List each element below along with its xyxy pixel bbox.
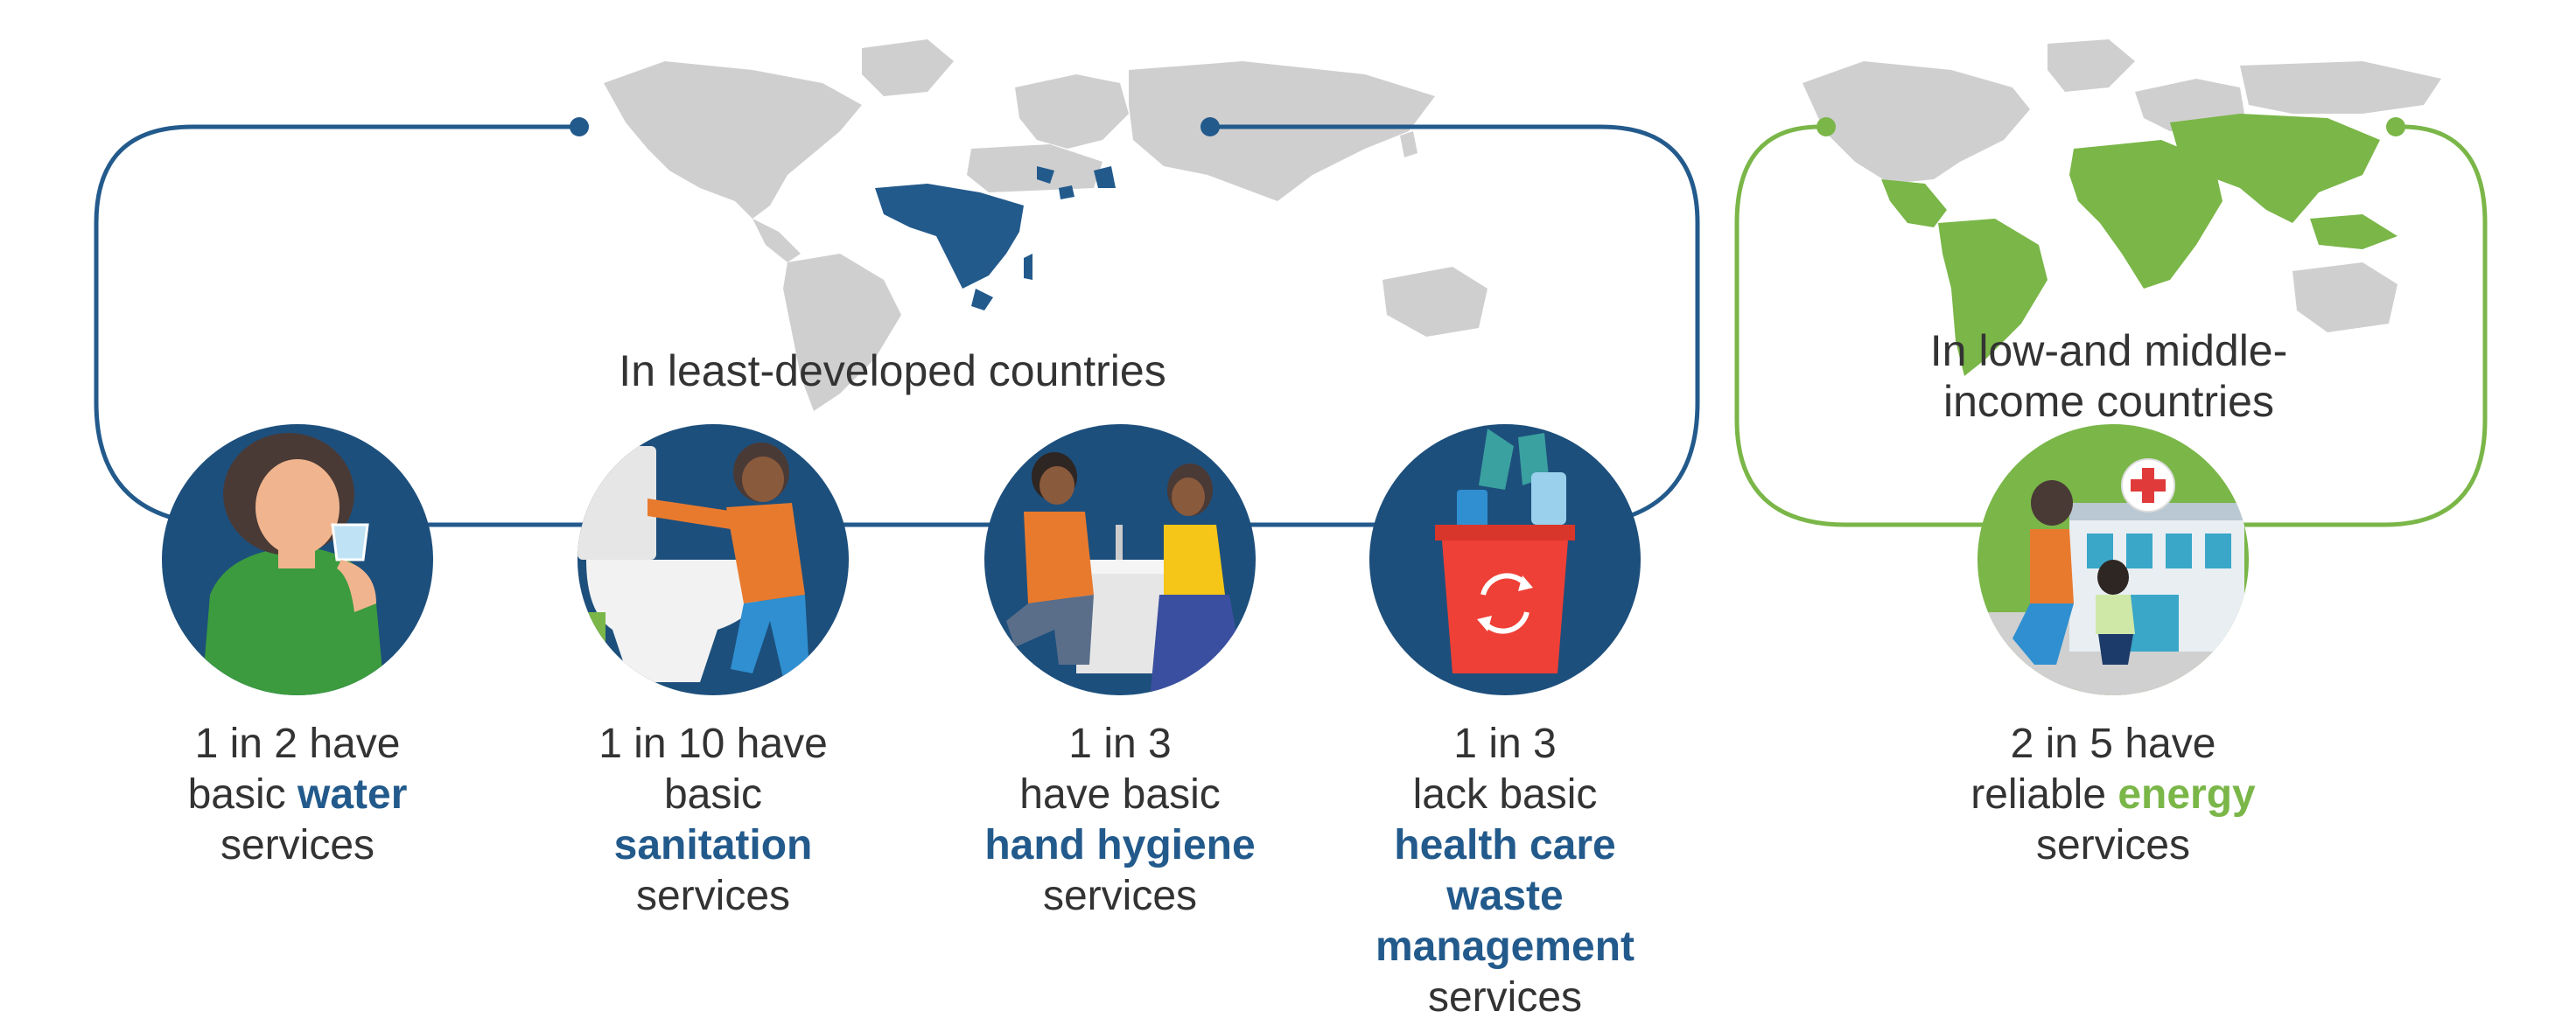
stat-waste-line1: 1 in 3 (1453, 721, 1557, 767)
lmic-frame-endpoint-right (2386, 117, 2405, 136)
stat-water-line3: services (220, 822, 375, 868)
stat-sanitation-line4: services (635, 873, 791, 919)
stat-waste-highlight3: management (1375, 924, 1635, 970)
stat-waste-highlight1: health care (1394, 822, 1616, 868)
region-ldc-text: In least-developed countries (619, 346, 1166, 395)
stat-sanitation-line2: basic (663, 771, 763, 818)
lmic-frame-endpoint-left (1816, 117, 1836, 136)
region-lmic-line1: In low-and middle- (1929, 326, 2288, 375)
stat-waste-line6: services (1427, 974, 1583, 1021)
region-label-lmic: In low-and middle- income countries (1846, 325, 2371, 427)
ldc-frame-endpoint-right (1200, 117, 1220, 136)
stat-hygiene-line1: 1 in 3 (1068, 721, 1172, 767)
handwashing-icon (984, 424, 1256, 695)
toilet-icon (578, 424, 849, 695)
stat-hygiene-line4: services (1042, 873, 1198, 919)
stat-energy-line2: reliable energy (1970, 771, 2256, 818)
world-map-least-developed (604, 39, 1488, 411)
stat-water-line2: basic water (187, 771, 408, 818)
waste-bin-icon (1369, 424, 1641, 695)
ldc-frame-endpoint-left (570, 117, 589, 136)
stat-energy: 2 in 5 have reliable energy services (1938, 719, 2288, 871)
health-facility-icon (1978, 424, 2249, 695)
world-map-low-middle-income (1802, 39, 2441, 376)
stat-hygiene: 1 in 3 have basic hand hygiene services (954, 719, 1286, 922)
stat-hygiene-line2: have basic (1019, 771, 1221, 818)
stat-sanitation-highlight: sanitation (613, 822, 813, 868)
stat-waste-highlight2: waste (1446, 873, 1564, 919)
person-drinking-water-icon (162, 424, 433, 695)
stat-sanitation: 1 in 10 have basic sanitation services (560, 719, 866, 922)
region-lmic-line2: income countries (1943, 377, 2274, 426)
stat-energy-line3: services (2035, 822, 2191, 868)
stat-water-line1: 1 in 2 have (194, 721, 401, 767)
region-label-ldc: In least-developed countries (560, 345, 1225, 396)
stat-waste: 1 in 3 lack basic health care waste mana… (1339, 719, 1671, 1023)
stat-hygiene-highlight: hand hygiene (984, 822, 1256, 868)
ldc-frame (94, 124, 1700, 527)
stat-energy-line1: 2 in 5 have (2010, 721, 2216, 767)
stat-waste-line2: lack basic (1412, 771, 1598, 818)
stat-sanitation-line1: 1 in 10 have (598, 721, 828, 767)
stat-water-highlight: water (298, 771, 408, 818)
stat-energy-highlight: energy (2118, 771, 2256, 818)
ldc-highlight (875, 166, 1116, 310)
stat-water: 1 in 2 have basic water services (149, 719, 446, 871)
